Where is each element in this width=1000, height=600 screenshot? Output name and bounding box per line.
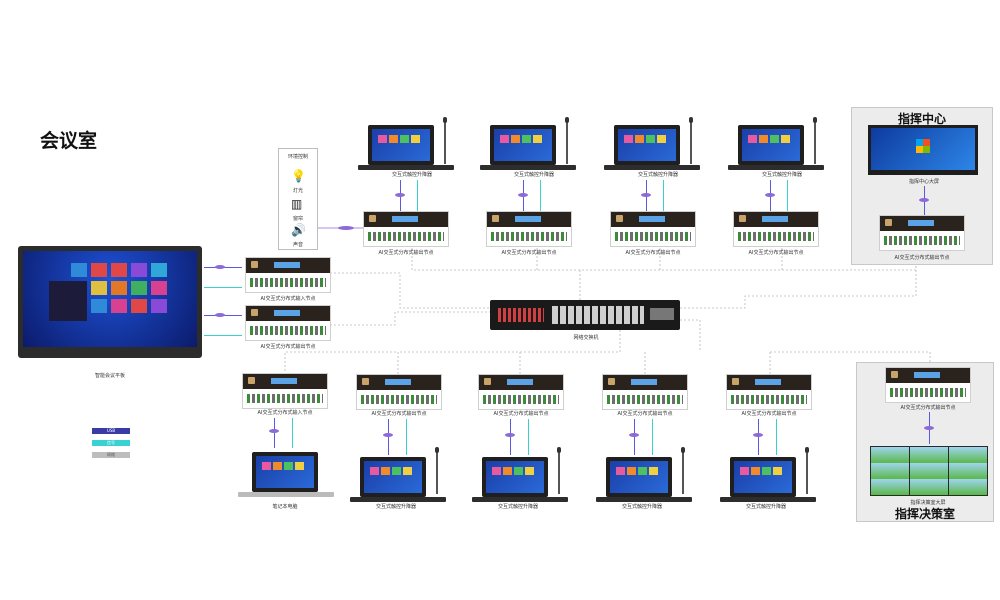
output-node (603, 375, 687, 409)
signal-link (417, 180, 418, 212)
smart-screen-label: 智能会议平板 (94, 373, 126, 379)
usb-connector-icon (269, 429, 279, 433)
smart-meeting-screen (18, 246, 202, 358)
output-node-label: AI交互式分布式输出节点 (493, 411, 549, 417)
speaker-icon: 🔊 (291, 223, 306, 237)
touch-panel-label: 交互式触控升降器 (391, 172, 433, 178)
output-node-label: AI交互式分布式输出节点 (371, 411, 427, 417)
light-icon: 💡 (291, 169, 306, 183)
usb-connector-icon (215, 265, 225, 269)
command-center-title: 指挥中心 (897, 112, 946, 126)
output-node (487, 212, 571, 246)
usb-connector-icon (505, 433, 515, 437)
output-node (727, 375, 811, 409)
output-node (479, 375, 563, 409)
output-node (880, 216, 964, 250)
usb-link (274, 418, 275, 448)
output-node-label: AI交互式分布式输出节点 (378, 250, 434, 256)
switch-label: 网络交换机 (573, 335, 599, 341)
signal-link (652, 419, 653, 455)
touch-panel-label: 交互式触控升降器 (375, 504, 417, 510)
signal-link (540, 180, 541, 212)
usb-connector-icon (765, 193, 775, 197)
audio-label: 声音 (292, 242, 304, 248)
microphone-icon (443, 117, 447, 164)
signal-link (787, 180, 788, 212)
output-node-label: AI交互式分布式输出节点 (741, 411, 797, 417)
output-node-label: AI交互式分布式输出节点 (894, 255, 950, 261)
signal-link (292, 418, 293, 448)
usb-connector-icon (215, 313, 225, 317)
usb-connector-icon (753, 433, 763, 437)
usb-connector-icon (919, 198, 929, 202)
curtain-icon: ▥ (291, 197, 303, 211)
input-node (243, 374, 327, 408)
env-control-title: 环境控制 (287, 154, 309, 160)
output-node-label: AI交互式分布式输出节点 (501, 250, 557, 256)
touch-panel-label: 交互式触控升降器 (621, 504, 663, 510)
legend-signal: 信号 (92, 440, 130, 446)
signal-link (663, 180, 664, 212)
legend-usb: USB (92, 428, 130, 434)
usb-connector-icon (518, 193, 528, 197)
light-label: 灯光 (292, 188, 304, 194)
env-control-panel: 环境控制 💡 灯光 ▥ 窗帘 🔊 声音 (278, 148, 318, 250)
input-node-label: AI交互式分布式输入节点 (257, 410, 313, 416)
output-node (886, 368, 970, 402)
usb-connector-icon (395, 193, 405, 197)
meeting-room-title: 会议室 (40, 130, 98, 152)
signal-link (204, 287, 242, 288)
usb-connector-icon (924, 426, 934, 430)
touch-panel-label: 交互式触控升降器 (745, 504, 787, 510)
output-node (734, 212, 818, 246)
signal-link (406, 419, 407, 455)
signal-link (528, 419, 529, 455)
laptop-label: 笔记本电脑 (272, 504, 298, 510)
control-link (318, 227, 366, 229)
output-node-label: AI交互式分布式输出节点 (900, 405, 956, 411)
decision-video-wall (870, 446, 988, 496)
usb-link (634, 419, 635, 455)
microphone-icon (805, 447, 809, 494)
output-node-label: AI交互式分布式输出节点 (260, 344, 316, 350)
usb-link (510, 419, 511, 455)
output-node-label: AI交互式分布式输出节点 (617, 411, 673, 417)
output-node (364, 212, 448, 246)
microphone-icon (813, 117, 817, 164)
command-center-screen (868, 125, 978, 175)
output-node-label: AI交互式分布式输出节点 (625, 250, 681, 256)
usb-link (758, 419, 759, 455)
microphone-icon (689, 117, 693, 164)
signal-link (776, 419, 777, 455)
usb-connector-icon (629, 433, 639, 437)
touch-panel-label: 交互式触控升降器 (513, 172, 555, 178)
usb-connector-icon (383, 433, 393, 437)
touch-panel-label: 交互式触控升降器 (637, 172, 679, 178)
input-node-label: AI交互式分布式输入节点 (260, 296, 316, 302)
output-node-label: AI交互式分布式输出节点 (748, 250, 804, 256)
output-node (357, 375, 441, 409)
usb-connector-icon (641, 193, 651, 197)
input-node (246, 258, 330, 292)
output-node (246, 306, 330, 340)
legend-network: 网络 (92, 452, 130, 458)
touch-panel-label: 交互式触控升降器 (497, 504, 539, 510)
microphone-icon (435, 447, 439, 494)
touch-panel-label: 交互式触控升降器 (761, 172, 803, 178)
microphone-icon (557, 447, 561, 494)
command-screen-label: 指挥中心大屏 (908, 179, 940, 185)
windows-logo-icon (916, 139, 930, 153)
decision-room-title: 指挥决策室 (894, 507, 955, 521)
usb-link (388, 419, 389, 455)
signal-link (204, 335, 242, 336)
microphone-icon (565, 117, 569, 164)
decision-screen-label: 指挥决策室大屏 (910, 500, 946, 506)
network-switch (490, 300, 680, 330)
microphone-icon (681, 447, 685, 494)
output-node (611, 212, 695, 246)
curtain-label: 窗帘 (292, 216, 304, 222)
